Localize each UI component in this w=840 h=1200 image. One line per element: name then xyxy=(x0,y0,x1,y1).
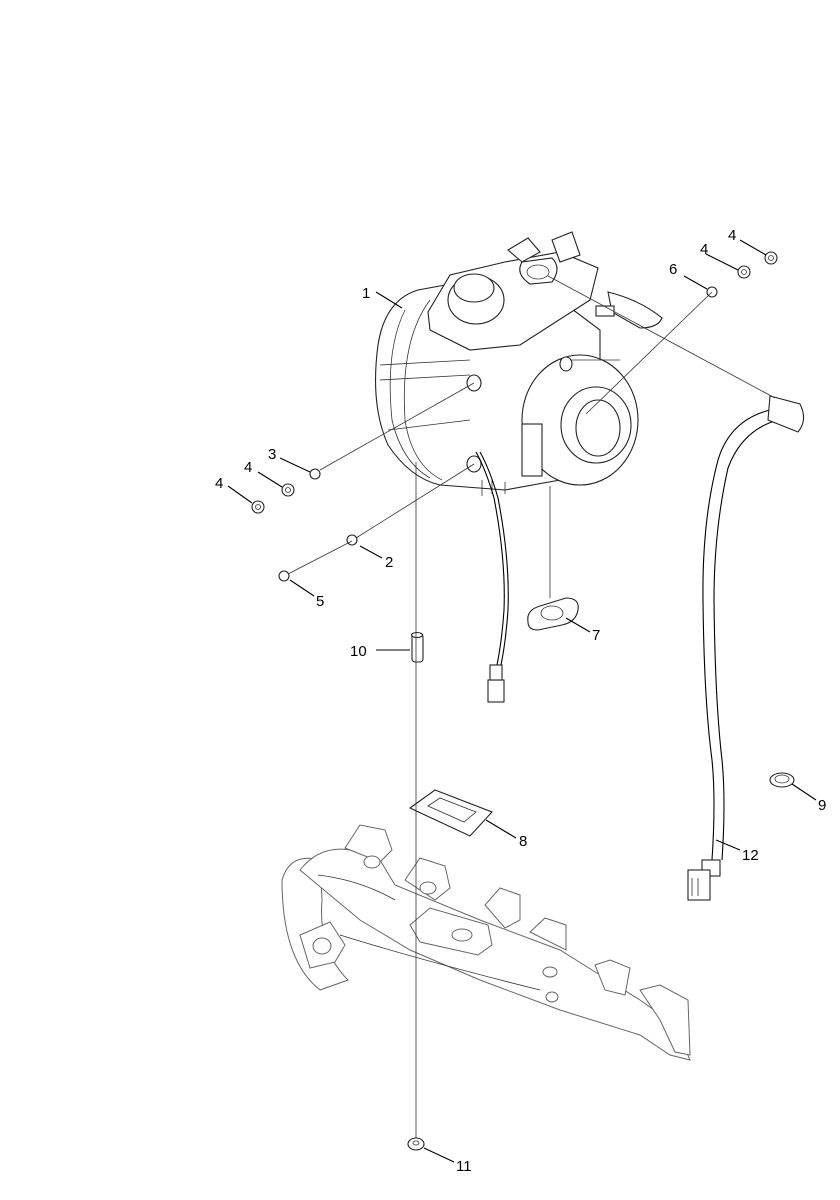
callout-4: 4 xyxy=(728,227,736,244)
callout-3: 3 xyxy=(268,446,276,463)
callout-11: 11 xyxy=(456,1158,472,1175)
short-wire-harness xyxy=(475,451,509,703)
gasket-7 xyxy=(527,597,579,631)
wire-harness-12 xyxy=(687,395,805,901)
dowel-10 xyxy=(410,631,424,663)
washer-4 xyxy=(251,251,778,514)
o-ring-3 xyxy=(309,468,321,480)
callout-1: 1 xyxy=(362,285,370,302)
callout-7: 7 xyxy=(592,627,600,644)
exhaust-manifold xyxy=(281,824,691,1061)
callout-labels: 1 2 3 4 4 4 4 5 6 7 8 9 10 11 12 xyxy=(215,227,826,1175)
callout-4: 4 xyxy=(700,241,708,258)
callout-8: 8 xyxy=(519,833,527,850)
turbocharger xyxy=(375,231,663,496)
leader-lines xyxy=(227,239,817,1163)
callout-4: 4 xyxy=(215,475,223,492)
o-ring-2 xyxy=(346,534,358,546)
callout-5: 5 xyxy=(316,593,324,610)
harness-guide-line xyxy=(547,275,776,399)
callout-10: 10 xyxy=(350,643,367,660)
callout-6: 6 xyxy=(669,261,677,278)
gasket-8 xyxy=(408,789,493,837)
callout-2: 2 xyxy=(385,554,393,571)
callout-9: 9 xyxy=(818,797,826,814)
nut-11 xyxy=(407,1137,425,1151)
callout-12: 12 xyxy=(742,847,759,864)
clamp-9 xyxy=(769,772,795,788)
callout-4: 4 xyxy=(244,459,252,476)
o-ring-5 xyxy=(278,570,290,582)
assembly-lines xyxy=(287,291,713,1138)
